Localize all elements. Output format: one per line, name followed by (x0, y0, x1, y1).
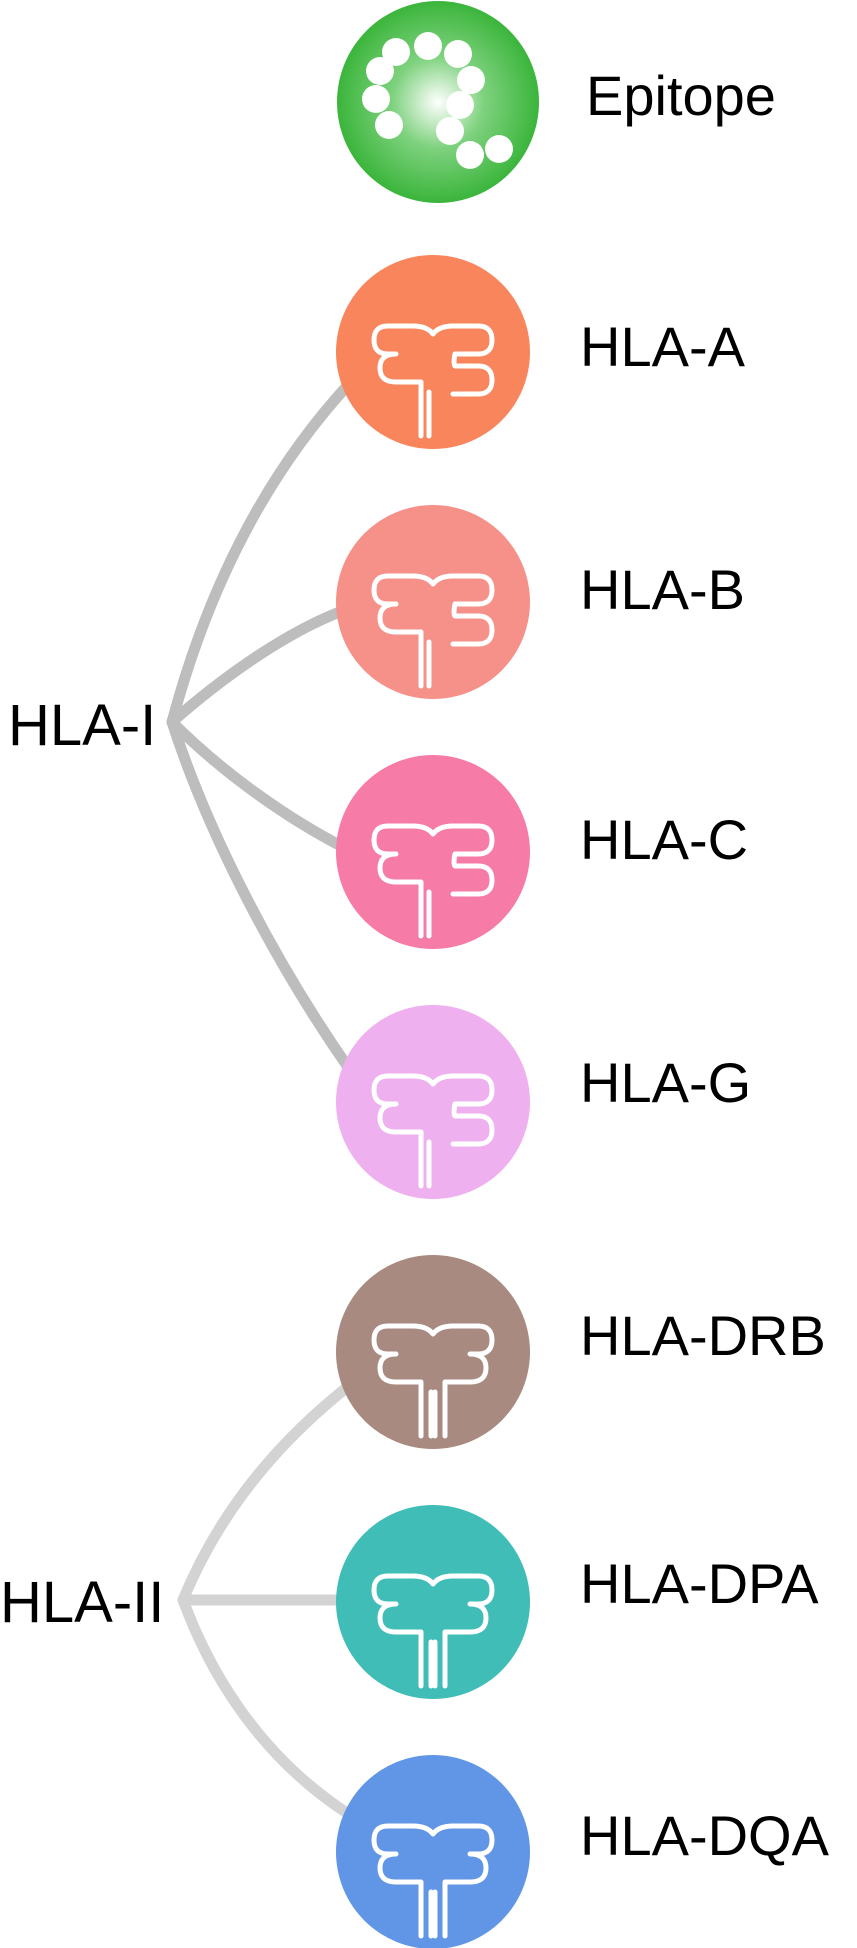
node-hla-b: HLA-B (336, 505, 745, 699)
connector-hla-c (166, 716, 351, 854)
group-label-hla-ii: HLA-II (0, 1570, 164, 1635)
node-label-hla-b: HLA-B (580, 558, 745, 621)
epitope-beads-icon (362, 32, 513, 169)
node-label-hla-c: HLA-C (580, 808, 748, 871)
connector-hla-drb (177, 1379, 356, 1606)
hla-a-circle (336, 255, 530, 449)
node-label-hla-dqa: HLA-DQA (580, 1804, 830, 1867)
group-label-hla-i: HLA-I (8, 693, 156, 758)
node-hla-drb: HLA-DRB (336, 1255, 826, 1449)
hla-i-connectors (166, 379, 356, 1076)
node-hla-g: HLA-G (336, 1005, 751, 1199)
hla-c-circle (336, 755, 530, 949)
hla-dpa-circle (336, 1505, 530, 1699)
connector-hla-g (166, 716, 356, 1076)
hla-drb-circle (336, 1255, 530, 1449)
node-hla-dpa: HLA-DPA (336, 1505, 819, 1699)
hla-dqa-circle (336, 1755, 530, 1948)
node-label-hla-a: HLA-A (580, 315, 746, 378)
node-label-epitope: Epitope (586, 64, 776, 127)
hla-b-circle (336, 505, 530, 699)
node-label-hla-drb: HLA-DRB (580, 1304, 826, 1367)
hla-g-circle (336, 1005, 530, 1199)
hla-node-list: Epitope HLA-A HLA-B HLA-C HLA-G HLA-DRB (336, 1, 830, 1948)
node-label-hla-dpa: HLA-DPA (580, 1552, 819, 1615)
node-hla-c: HLA-C (336, 755, 748, 949)
node-hla-dqa: HLA-DQA (336, 1755, 830, 1948)
node-epitope: Epitope (337, 1, 776, 203)
node-hla-a: HLA-A (336, 255, 746, 449)
connector-hla-a (166, 379, 354, 728)
hla-ii-connectors (177, 1379, 356, 1821)
node-label-hla-g: HLA-G (580, 1051, 751, 1114)
connector-hla-dqa (177, 1594, 356, 1821)
connector-hla-b (166, 604, 351, 728)
